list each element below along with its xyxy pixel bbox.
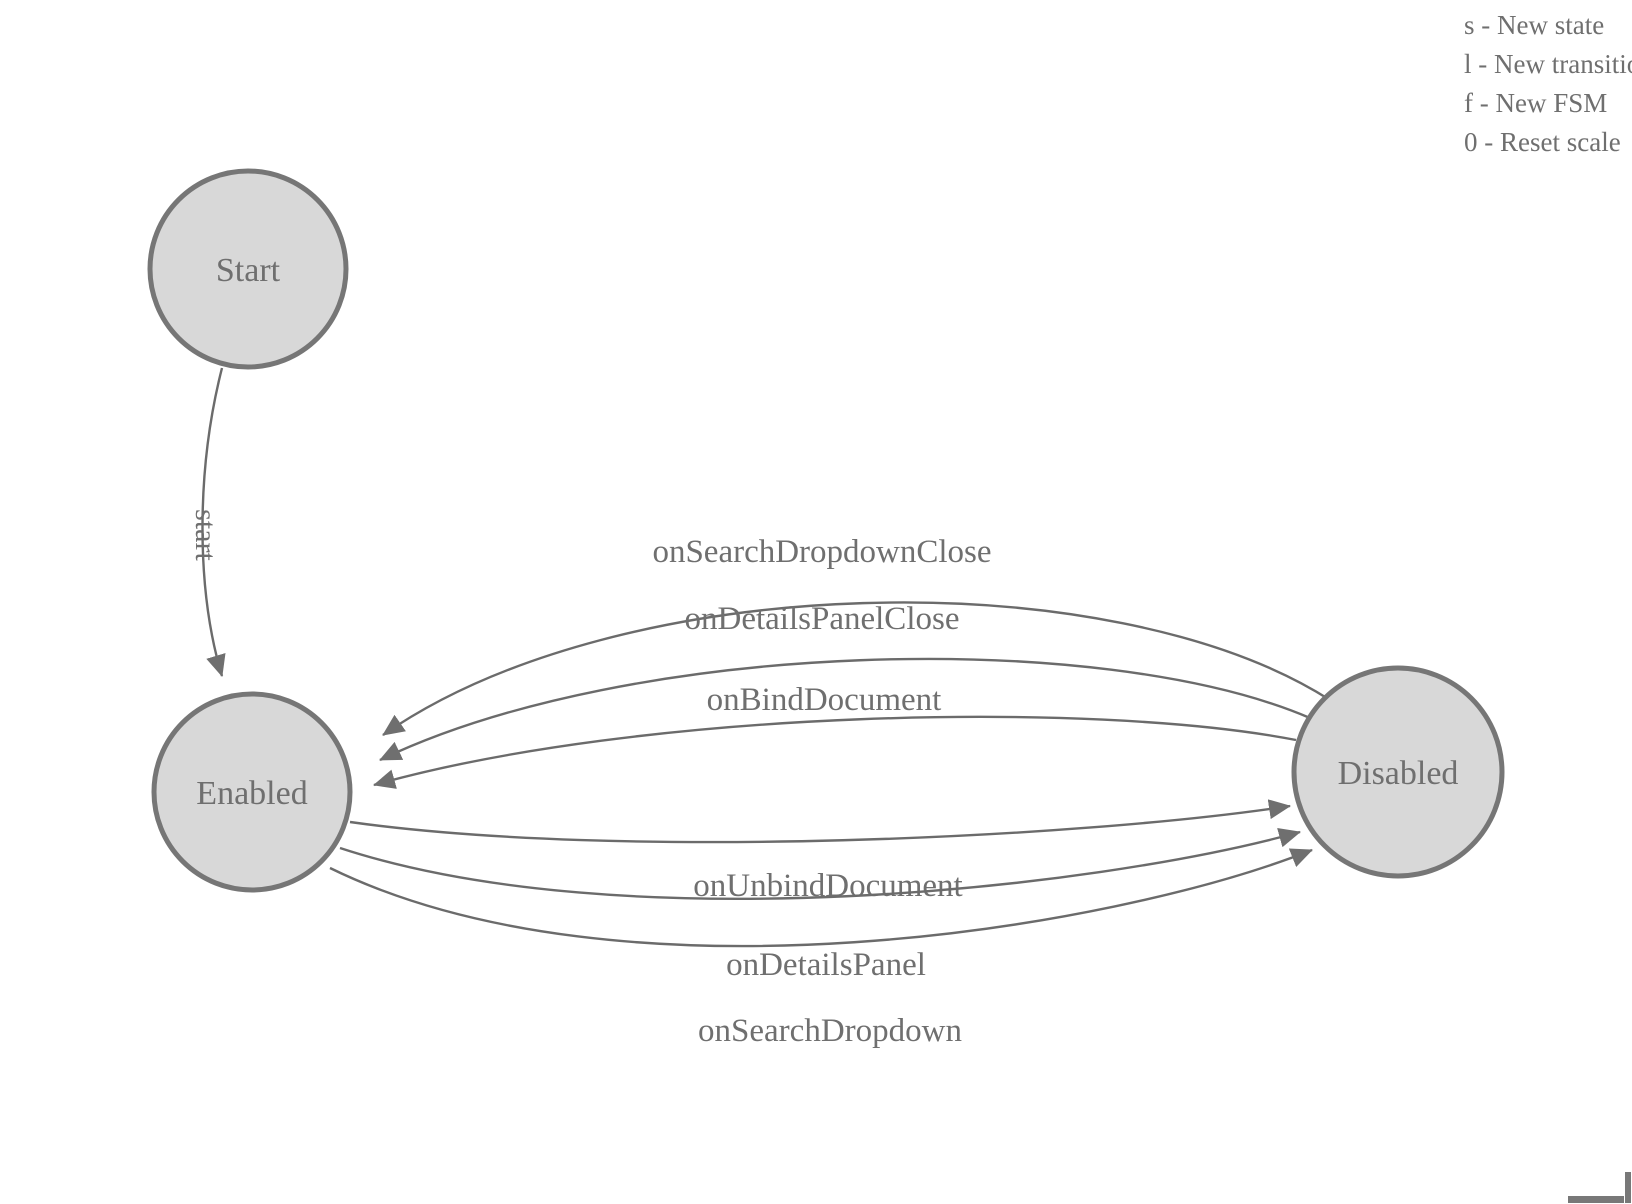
node-enabled-circle[interactable] bbox=[151, 691, 353, 893]
node-start-circle[interactable] bbox=[147, 168, 349, 370]
edge-on-details-panel-close[interactable]: onDetailsPanelClose bbox=[379, 601, 1311, 762]
node-disabled-circle[interactable] bbox=[1291, 665, 1505, 879]
edge-label-on-search-dropdown-close: onSearchDropdownClose bbox=[652, 534, 991, 570]
edge-label-start: start bbox=[189, 509, 222, 561]
edge-on-search-dropdown[interactable]: onSearchDropdown bbox=[329, 848, 1313, 1049]
edge-path bbox=[349, 799, 1291, 844]
edge-on-bind-document[interactable]: onBindDocument bbox=[373, 682, 1297, 789]
node-disabled-label: Disabled bbox=[1338, 755, 1459, 792]
edge-on-details-panel[interactable]: onDetailsPanel bbox=[339, 827, 1301, 983]
node-enabled[interactable]: Enabled bbox=[151, 691, 353, 893]
edge-path bbox=[379, 657, 1311, 762]
scrollbar-horizontal[interactable] bbox=[1568, 1196, 1624, 1203]
edge-label-on-bind-document: onBindDocument bbox=[707, 682, 942, 718]
edge-on-unbind-document[interactable]: onUnbindDocument bbox=[349, 799, 1291, 904]
edge-path bbox=[329, 848, 1313, 948]
edge-label-on-details-panel: onDetailsPanel bbox=[726, 947, 926, 983]
node-start-label: Start bbox=[216, 252, 281, 289]
node-enabled-label: Enabled bbox=[196, 775, 307, 812]
edge-path bbox=[373, 715, 1297, 789]
node-disabled[interactable]: Disabled bbox=[1291, 665, 1505, 879]
edge-path bbox=[339, 827, 1301, 901]
edge-label-on-details-panel-close: onDetailsPanelClose bbox=[685, 601, 960, 637]
edge-label-on-search-dropdown: onSearchDropdown bbox=[698, 1013, 962, 1049]
edge-on-search-dropdown-close[interactable]: onSearchDropdownClose bbox=[382, 534, 1331, 736]
edge-start[interactable]: start bbox=[189, 367, 226, 677]
scrollbar-vertical[interactable] bbox=[1625, 1172, 1631, 1203]
edge-path bbox=[201, 367, 226, 677]
node-start[interactable]: Start bbox=[147, 168, 349, 370]
edge-path bbox=[382, 601, 1331, 736]
